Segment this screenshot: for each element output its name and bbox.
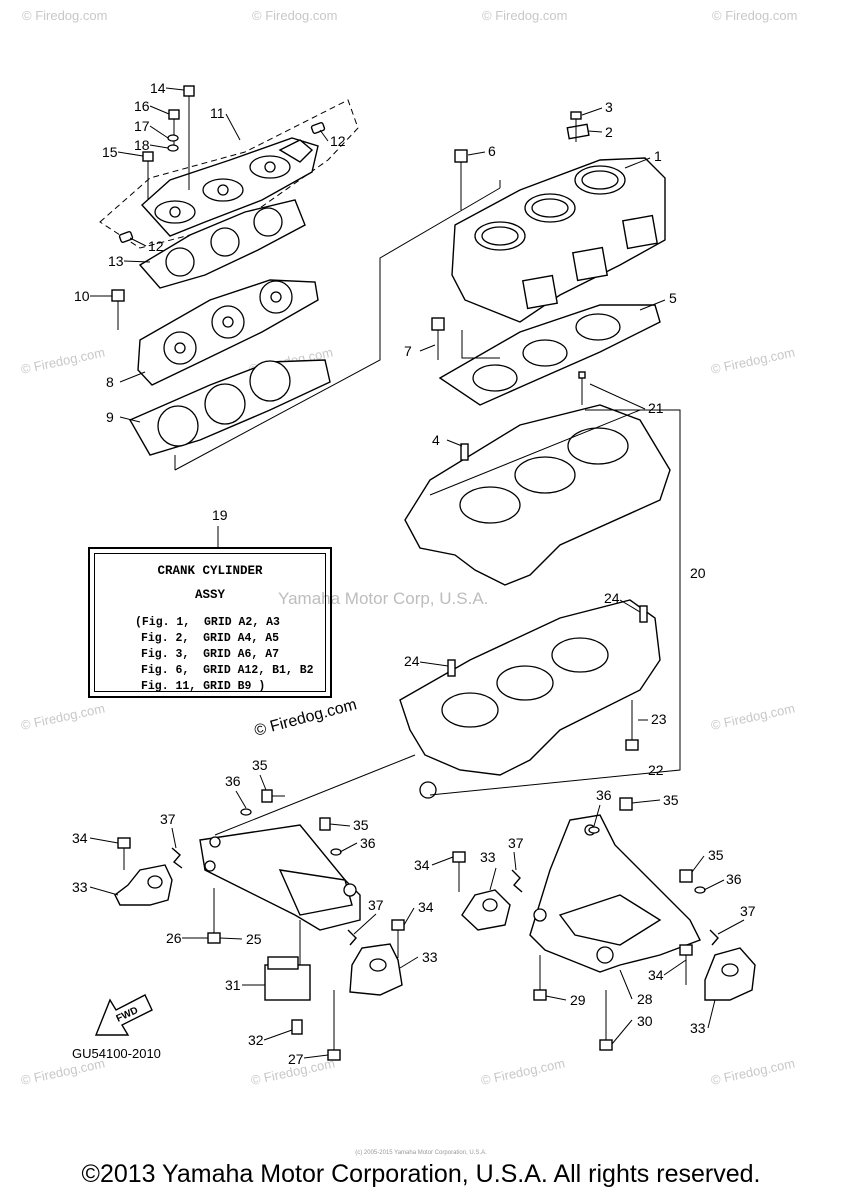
callout: 23: [651, 711, 667, 727]
watermark: © Firedog.com: [710, 344, 797, 376]
watermark: © Firedog.com: [482, 8, 567, 23]
callout: 24: [604, 590, 620, 606]
callout: 37: [368, 897, 384, 913]
callout: 37: [508, 835, 524, 851]
fwd-arrow: FWD: [94, 994, 153, 1036]
callout: 3: [605, 99, 613, 115]
head-cover-assembly: [99, 85, 501, 471]
callout: 33: [72, 879, 88, 895]
cylinder-block: [431, 111, 666, 406]
callout: 24: [404, 653, 420, 669]
callout: 15: [102, 144, 118, 160]
assembly-legend-box: CRANK CYLINDER ASSY (Fig. 1, GRID A2, A3…: [88, 547, 332, 698]
callout: 33: [690, 1020, 706, 1036]
watermark: © Firedog.com: [712, 8, 797, 23]
callout: 34: [414, 857, 430, 873]
watermark: © Firedog.com: [252, 8, 337, 23]
callout: 1: [654, 148, 662, 164]
diagram-code: GU54100-2010: [72, 1046, 161, 1061]
callout: 30: [637, 1013, 653, 1029]
callout: 18: [134, 137, 150, 153]
watermark-firedog-dark: © Firedog.com: [253, 696, 359, 740]
callout: 17: [134, 118, 150, 134]
callout: 31: [225, 977, 241, 993]
watermark: © Firedog.com: [20, 344, 107, 376]
callout: 29: [570, 992, 586, 1008]
left-engine-mount: [114, 754, 416, 1061]
callout: 16: [134, 98, 150, 114]
callout: 12: [148, 238, 164, 254]
leader-lines: [89, 87, 745, 1059]
callout-labels: 1 2 3 4 5 6 7 8 9 10 11 12 12 13 14 15 1…: [72, 80, 756, 1067]
callout: 4: [432, 432, 440, 448]
callout: 8: [106, 374, 114, 390]
callout: 33: [422, 949, 438, 965]
callout: 27: [288, 1051, 304, 1067]
watermark: © Firedog.com: [710, 700, 797, 732]
callout: 32: [248, 1032, 264, 1048]
copyright-footer: ©2013 Yamaha Motor Corporation, U.S.A. A…: [81, 1160, 761, 1188]
callout: 28: [637, 991, 653, 1007]
callout: 9: [106, 409, 114, 425]
callout: 37: [160, 811, 176, 827]
crankcase-lower: [399, 409, 681, 799]
callout: 35: [708, 847, 724, 863]
callout: 37: [740, 903, 756, 919]
callout: 14: [150, 80, 166, 96]
callout: 11: [210, 105, 225, 121]
fine-print: (c) 2005-2015 Yamaha Motor Corporation, …: [355, 1150, 487, 1156]
callout: 13: [108, 253, 124, 269]
legend-line: Fig. 6, GRID A12, B1, B2: [141, 664, 314, 677]
callout: 19: [212, 507, 228, 523]
legend-subtitle: ASSY: [194, 588, 225, 602]
callout: 6: [488, 143, 496, 159]
legend-title: CRANK CYLINDER: [157, 564, 263, 578]
callout: 36: [726, 871, 742, 887]
right-engine-mount: [452, 797, 756, 1051]
callout: 21: [648, 400, 664, 416]
legend-line: Fig. 2, GRID A4, A5: [141, 632, 280, 645]
callout: 10: [74, 288, 90, 304]
legend-line: (Fig. 1, GRID A2, A3: [135, 616, 280, 629]
legend-inner-border: CRANK CYLINDER ASSY (Fig. 1, GRID A2, A3…: [94, 553, 326, 693]
watermark: © Firedog.com: [20, 700, 107, 732]
callout: 5: [669, 290, 677, 306]
callout: 2: [605, 124, 613, 140]
callout: 33: [480, 849, 496, 865]
callout: 34: [648, 967, 664, 983]
callout: 34: [72, 830, 88, 846]
callout: 35: [252, 757, 268, 773]
callout: 35: [353, 817, 369, 833]
callout: 36: [360, 835, 376, 851]
callout: 34: [418, 899, 434, 915]
callout: 36: [596, 787, 612, 803]
watermark: © Firedog.com: [480, 1055, 567, 1087]
callout: 26: [166, 930, 182, 946]
callout: 12: [330, 133, 346, 149]
watermark: © Firedog.com: [710, 1055, 797, 1087]
legend-line: Fig. 11, GRID B9 ): [141, 680, 266, 693]
callout: 35: [663, 792, 679, 808]
callout: 7: [404, 343, 412, 359]
crankcase-upper: [404, 371, 671, 586]
callout: 20: [690, 565, 706, 581]
callout: 25: [246, 931, 262, 947]
watermark: © Firedog.com: [22, 8, 107, 23]
legend-line: Fig. 3, GRID A6, A7: [141, 648, 280, 661]
callout: 22: [648, 762, 664, 778]
callout: 36: [225, 773, 241, 789]
